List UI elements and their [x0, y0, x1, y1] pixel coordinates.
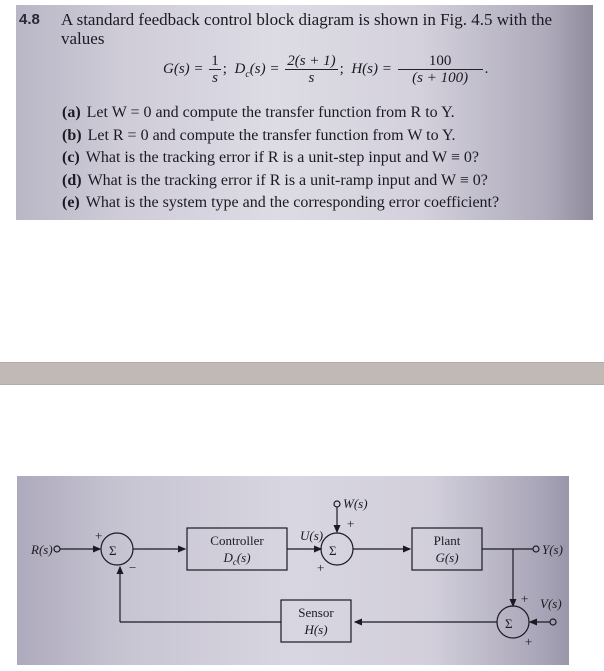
sum3-y-plus-sign: + [521, 591, 528, 606]
sensor-block [280, 599, 352, 643]
problem-part: (c)What is the tracking error if R is a … [62, 149, 479, 166]
v-terminal-icon [549, 618, 557, 626]
block-diagram: R(s) Σ + − Controller Dc(s) U(s) Σ W(s) … [30, 496, 563, 649]
sensor-title: Sensor [298, 605, 334, 620]
sum2-w-plus-sign: + [347, 516, 354, 531]
w-signal-label: W(s) [343, 496, 368, 511]
controller-title: Controller [210, 533, 264, 548]
controller-tf: Dc(s) [222, 550, 250, 567]
sum1-symbol: Σ [109, 543, 117, 558]
dc-lhs: Dc(s) = [234, 60, 280, 80]
g-lhs: G(s) = [163, 60, 204, 77]
sum2-u-plus-sign: + [317, 560, 324, 575]
problem-part: (e)What is the system type and the corre… [62, 194, 500, 211]
dc-fraction: 2(s + 1)s [285, 53, 338, 86]
block-diagram-photo: R(s) Σ + − Controller Dc(s) U(s) Σ W(s) … [17, 476, 569, 665]
r-signal-label: R(s) [30, 542, 53, 557]
sum1-minus-sign: − [129, 560, 136, 575]
problem-statement-photo: 4.8 A standard feedback control block di… [16, 5, 593, 220]
h-fraction: 100(s + 100) [397, 53, 483, 86]
sum3-v-plus-sign: + [525, 634, 532, 649]
r-terminal-icon [53, 545, 61, 553]
u-signal-label: U(s) [300, 528, 323, 543]
v-signal-label: V(s) [540, 596, 562, 611]
sum1-plus-sign: + [95, 528, 102, 543]
y-terminal-icon [532, 545, 540, 553]
w-terminal-icon [333, 500, 341, 508]
y-signal-label: Y(s) [542, 542, 563, 557]
sum3-symbol: Σ [505, 616, 513, 631]
plant-tf: G(s) [435, 550, 458, 565]
problem-part: (d)What is the tracking error if R is a … [62, 171, 488, 189]
problem-intro: A standard feedback control block diagra… [61, 10, 553, 48]
problem-number: 4.8 [19, 11, 40, 28]
h-lhs: H(s) = [351, 60, 392, 77]
summing-junction-2 [320, 532, 354, 566]
sensor-tf: H(s) [303, 622, 327, 637]
divider-band [0, 362, 604, 385]
plant-title: Plant [434, 533, 461, 548]
problem-part: (b)Let R = 0 and compute the transfer fu… [62, 126, 456, 144]
problem-parts-list: (a)Let W = 0 and compute the transfer fu… [62, 102, 499, 215]
problem-part: (a)Let W = 0 and compute the transfer fu… [62, 104, 455, 121]
sum2-symbol: Σ [329, 543, 337, 558]
